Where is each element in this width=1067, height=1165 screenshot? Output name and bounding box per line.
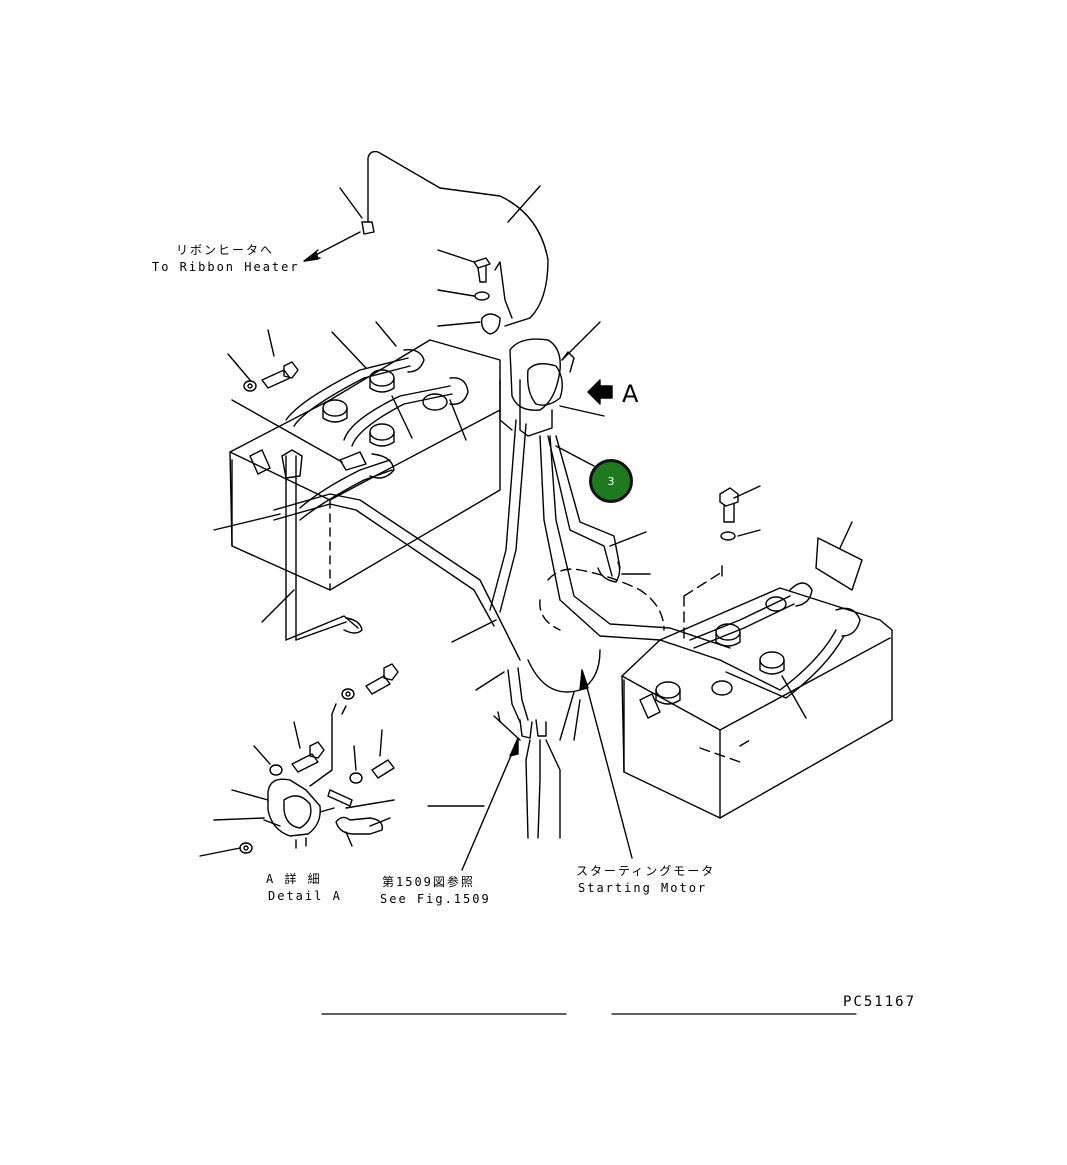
leader-lines xyxy=(213,321,853,719)
fig-ref-label-en: See Fig.1509 xyxy=(380,892,491,906)
lower-harness xyxy=(475,667,581,839)
detail-a-label-jp: A 詳 細 xyxy=(266,872,322,886)
right-battery xyxy=(621,565,893,819)
starting-motor-label-jp: スターティングモータ xyxy=(576,864,716,878)
ribbon-heater-label-en: To Ribbon Heater xyxy=(152,260,300,274)
fig-ref-arrow xyxy=(461,737,519,871)
detail-a xyxy=(199,663,485,857)
ribbon-heater-label-jp: リボンヒータへ xyxy=(176,243,275,257)
view-marker-a: A xyxy=(622,380,639,408)
left-battery xyxy=(229,339,501,591)
ribbon-heater-arrow xyxy=(303,231,361,262)
starting-motor xyxy=(527,568,665,693)
starting-motor-arrow xyxy=(579,669,633,859)
fig-ref-label-jp: 第1509図参照 xyxy=(382,875,475,889)
right-battery-cables xyxy=(689,537,863,699)
left-battery-cables xyxy=(281,349,469,641)
drawing-code: PC51167 xyxy=(843,994,917,1010)
detail-a-label-en: Detail A xyxy=(268,889,342,903)
left-top-bolt xyxy=(243,361,299,392)
top-hardware xyxy=(437,249,513,335)
ribbon-heater-wire xyxy=(339,150,549,327)
battery-relay xyxy=(489,321,731,661)
callout-number: 3 xyxy=(607,474,615,488)
starting-motor-label-en: Starting Motor xyxy=(578,881,708,895)
main-harness xyxy=(273,451,521,661)
callout-3[interactable]: 3 xyxy=(589,459,633,503)
view-arrow-icon xyxy=(587,379,613,405)
right-top-bolt xyxy=(719,487,739,541)
